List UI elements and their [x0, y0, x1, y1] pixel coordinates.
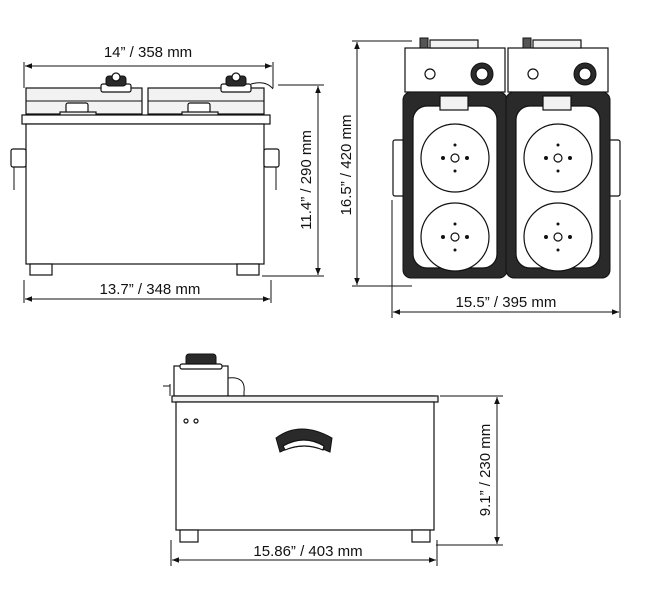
top-view: 16.5” / 420 mm [338, 37, 621, 318]
power-cord [250, 82, 274, 90]
front-body [25, 123, 265, 265]
side-control-head [173, 365, 229, 397]
left-cord-bracket [429, 39, 479, 49]
right-knob-icon [220, 72, 252, 93]
front-right-handle-icon [263, 148, 280, 168]
side-cord-stub [163, 384, 171, 396]
top-depth-label: 16.5” / 420 mm [338, 115, 355, 216]
front-height-label: 11.4” / 290 mm [298, 130, 315, 230]
side-lid-rim [171, 395, 439, 403]
side-height-label: 9.1” / 230 mm [477, 424, 494, 517]
left-basket-hook [439, 95, 469, 111]
right-indicator-light-icon [527, 68, 539, 80]
side-width-label: 15.86” / 403 mm [253, 543, 362, 560]
left-indicator-light-icon [424, 68, 436, 80]
side-basket-handle [227, 377, 245, 398]
right-fryer-unit [505, 37, 611, 279]
side-body [175, 401, 435, 531]
front-top-width-label: 14” / 358 mm [104, 44, 192, 61]
top-width-label: 15.5” / 395 mm [456, 294, 557, 311]
front-lid-rim [21, 114, 271, 125]
front-left-foot [29, 263, 53, 276]
front-left-handle-icon [10, 148, 27, 168]
side-right-foot [411, 529, 431, 543]
right-basket-hook [542, 95, 572, 111]
side-indicator-dot-icon [183, 418, 189, 424]
front-bottom-width-label: 13.7” / 348 mm [100, 281, 201, 298]
side-view: 9.1” / 230 mm 15.86” / 403 mm [163, 353, 503, 566]
front-view: 14” / 358 mm [10, 44, 324, 303]
left-knob-icon [100, 72, 132, 93]
side-left-foot [179, 529, 199, 543]
right-cord-bracket [532, 39, 582, 49]
front-right-foot [236, 263, 260, 276]
left-fryer-unit [402, 37, 508, 279]
